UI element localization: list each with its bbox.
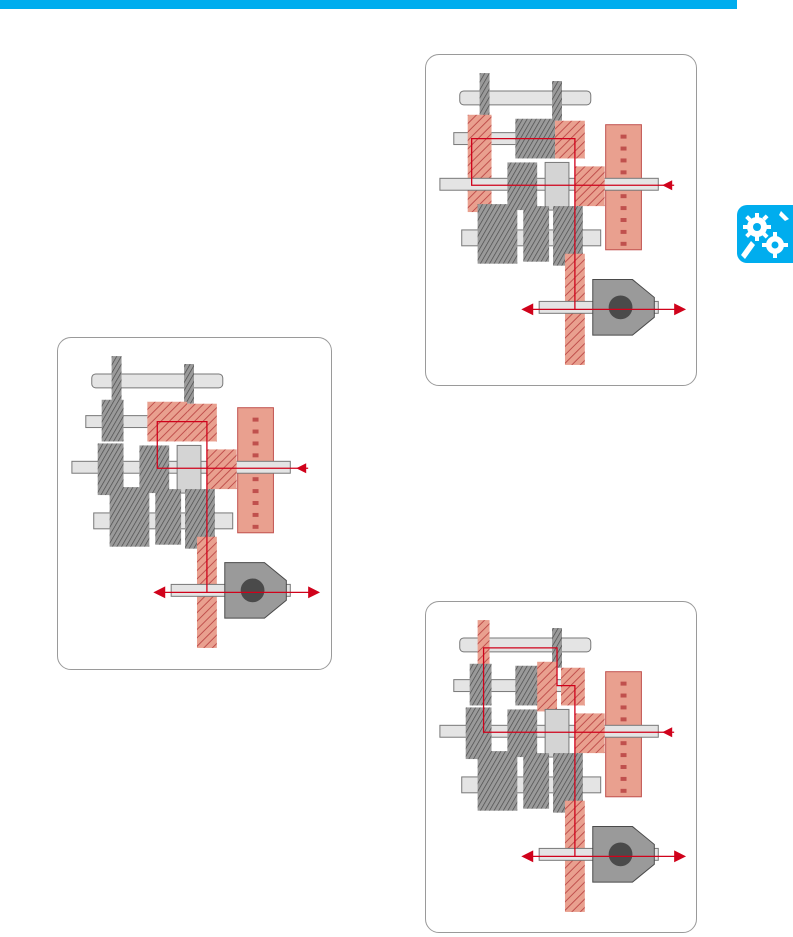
gearbox-figure-a [57, 337, 332, 670]
gearbox-illustration [439, 620, 687, 912]
gearbox-illustration [71, 356, 321, 648]
gearbox-illustration [439, 73, 687, 365]
header-color-bar [0, 0, 737, 9]
chapter-tab[interactable] [737, 205, 793, 263]
gearbox-figure-c [425, 601, 697, 933]
gears-icon [741, 211, 789, 259]
gearbox-figure-b [425, 54, 697, 386]
